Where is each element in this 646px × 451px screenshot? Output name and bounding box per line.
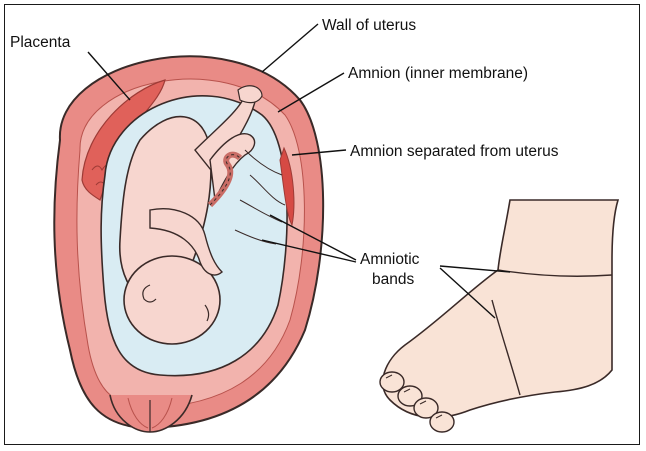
label-amniotic: Amniotic: [360, 251, 420, 268]
label-amnion: Amnion (inner membrane): [348, 65, 528, 82]
label-bands: bands: [372, 271, 414, 288]
label-placenta: Placenta: [10, 34, 71, 51]
foot-leg: [383, 200, 618, 417]
label-wall-of-uterus: Wall of uterus: [322, 17, 416, 34]
fetus-foot: [238, 86, 262, 103]
cervix: [110, 395, 192, 432]
leader-wall-of-uterus: [262, 24, 318, 72]
baby-foot: [380, 200, 618, 432]
label-amnion-separated: Amnion separated from uterus: [350, 143, 559, 160]
